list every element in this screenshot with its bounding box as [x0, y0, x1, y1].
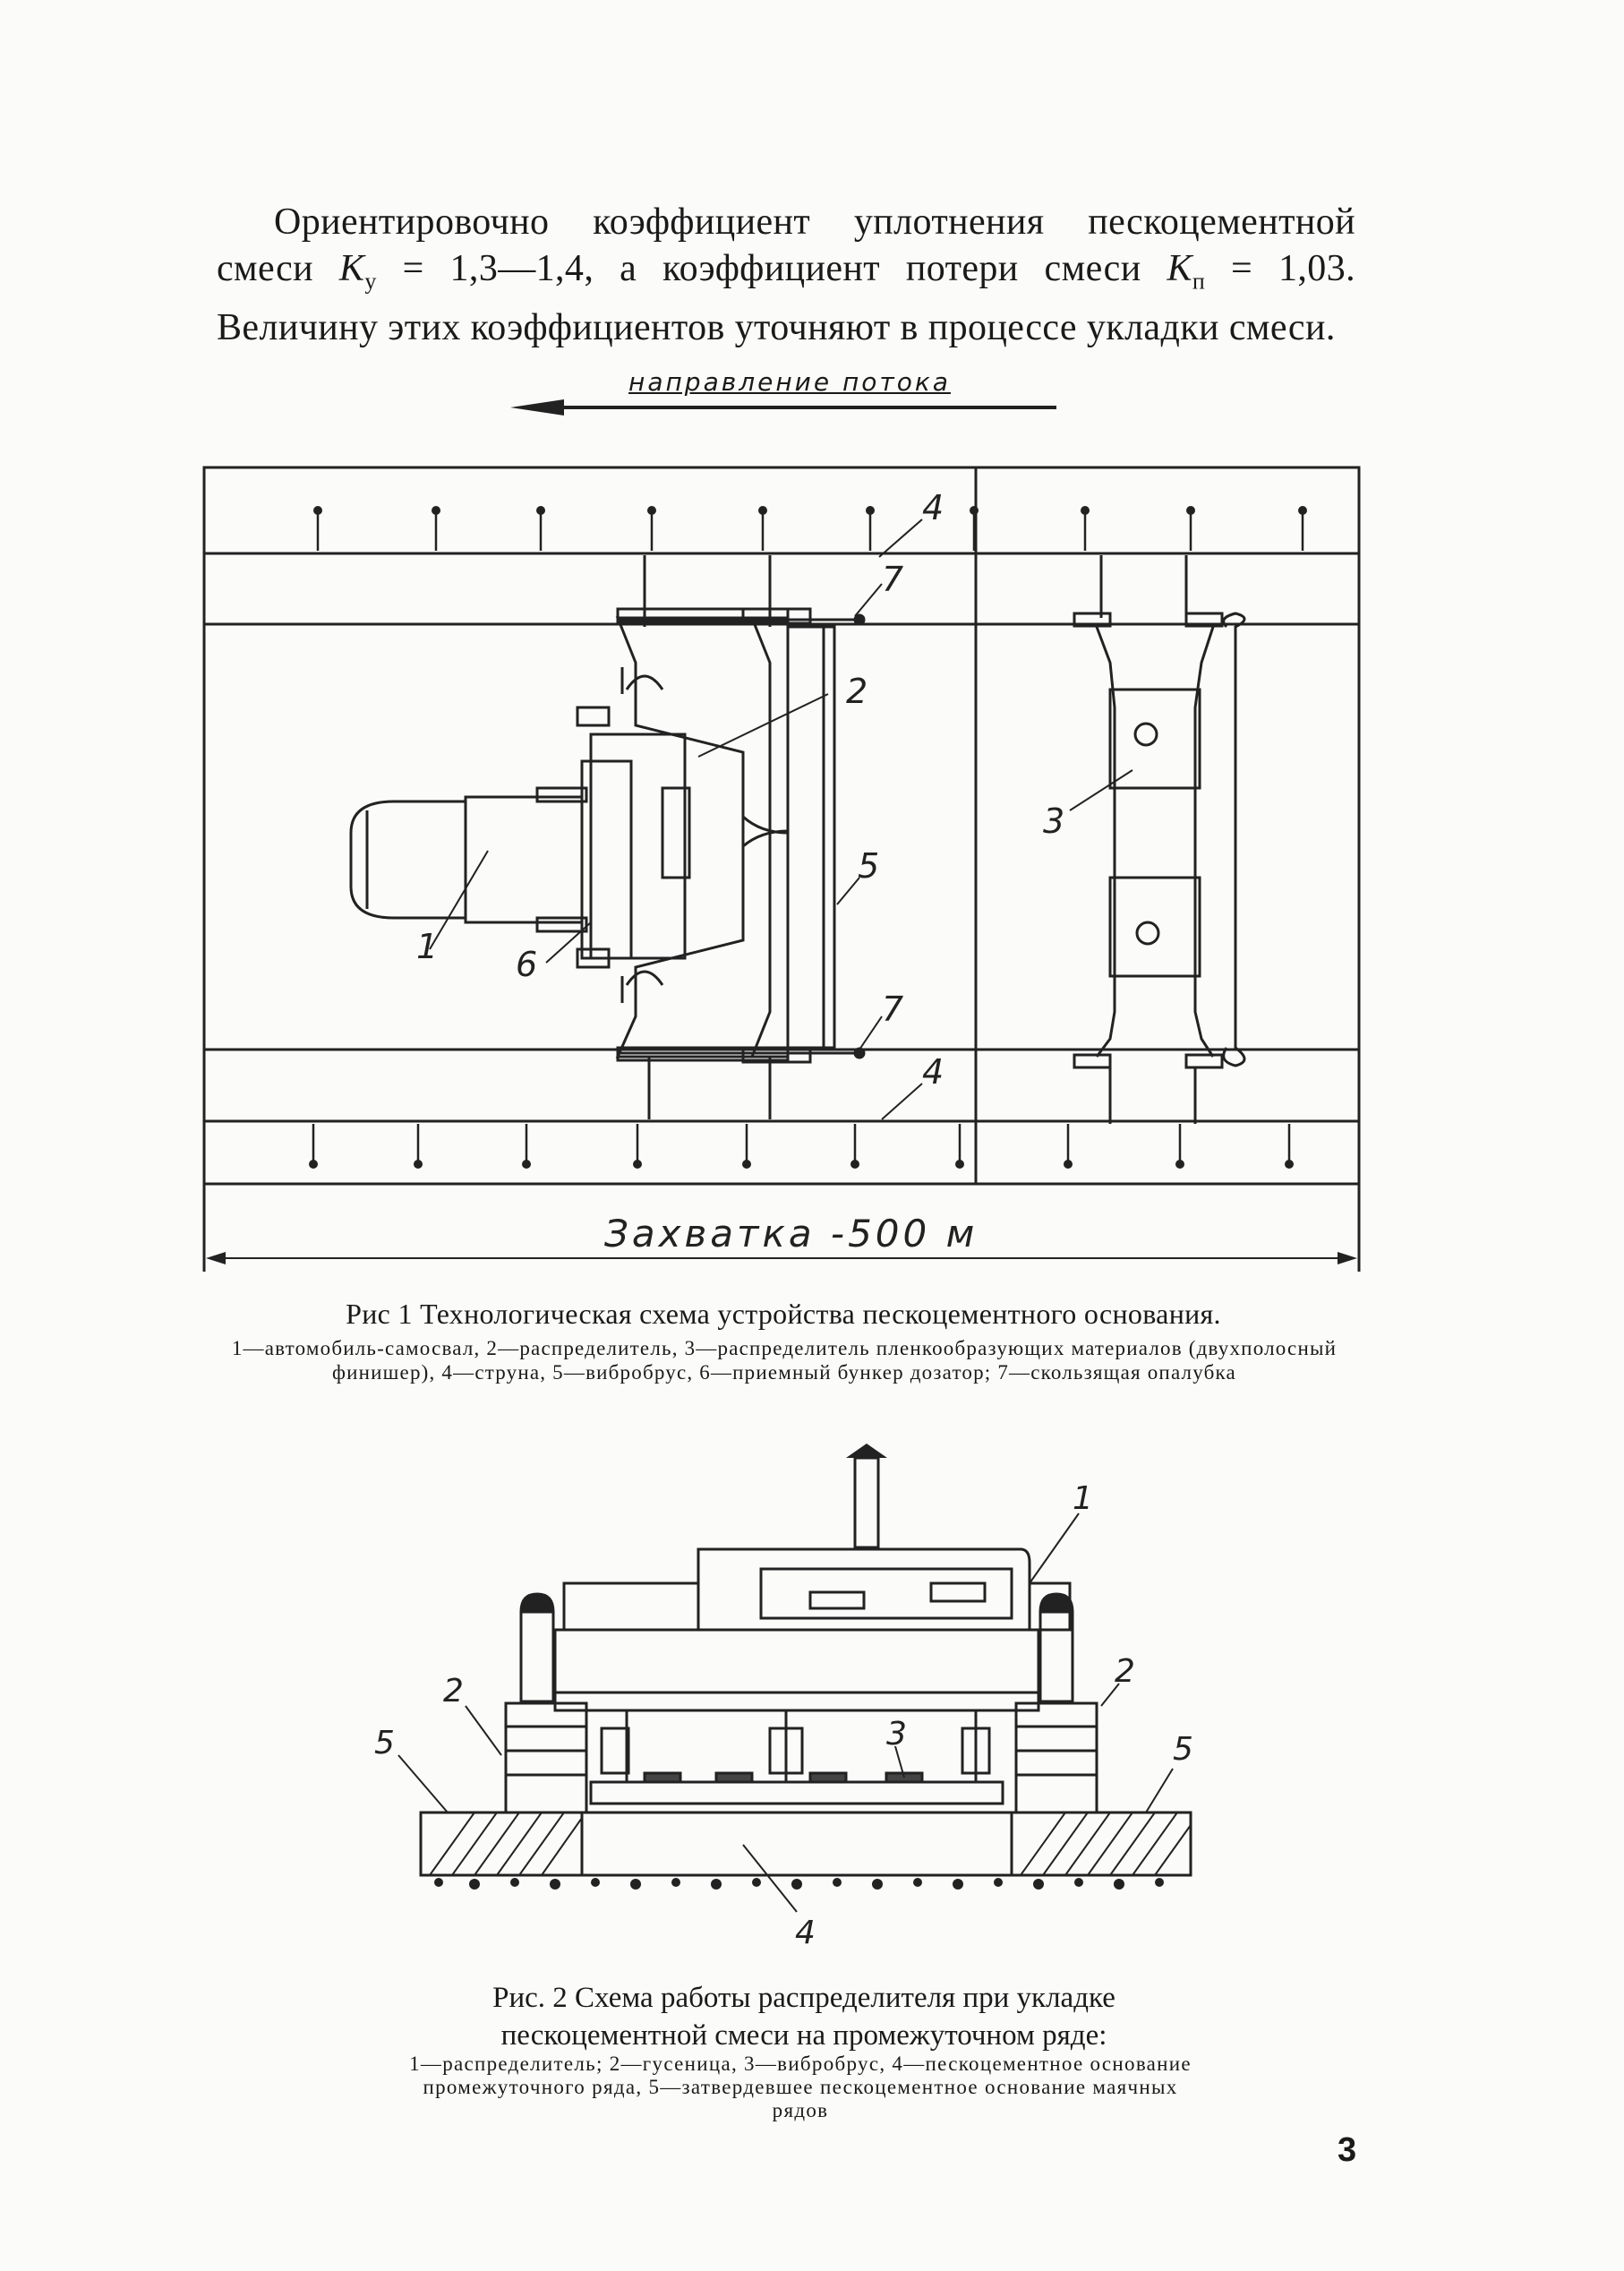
- callout-7-bottom: 7: [882, 990, 903, 1029]
- figure1-legend: 1—автомобиль-самосвал, 2—распределитель,…: [231, 1337, 1338, 1384]
- figure1-caption: Рис 1 Технологическая схема устройства п…: [346, 1298, 1221, 1330]
- figure2-caption: Рис. 2 Схема работы распределителя при у…: [492, 1982, 1115, 2052]
- callout-6: 6: [516, 945, 537, 984]
- callout-1: 1: [416, 927, 438, 966]
- callout-7-top: 7: [882, 560, 903, 599]
- callout-4-bottom: 4: [922, 1052, 944, 1092]
- fig2-callout-3: 3: [886, 1716, 907, 1753]
- callout-2: 2: [846, 672, 868, 711]
- fig2-callout-5-left: 5: [374, 1725, 395, 1761]
- flow-direction-label: направление потока: [628, 367, 951, 397]
- fig2-callout-4: 4: [795, 1915, 816, 1951]
- fig2-callout-5-right: 5: [1173, 1731, 1193, 1768]
- figure1-scheme: 4 7 2 3 5 1 6 7 4 Захватка -500 м: [202, 399, 1361, 1272]
- figure2-legend: 1—распределитель; 2—гусеница, 3—вибробру…: [409, 2052, 1192, 2121]
- callout-3: 3: [1043, 801, 1064, 841]
- callout-4-top: 4: [922, 488, 944, 527]
- page-number: 3: [1338, 2131, 1357, 2169]
- callout-5: 5: [858, 846, 879, 886]
- section-length-label: Захватка -500 м: [604, 1212, 978, 1255]
- fig2-callout-2-left: 2: [443, 1673, 464, 1710]
- fig2-callout-2-right: 2: [1115, 1653, 1135, 1690]
- body-paragraph: Ориентировочно коэффициент уплотнения пе…: [217, 201, 1355, 349]
- fig2-callout-1: 1: [1073, 1480, 1093, 1517]
